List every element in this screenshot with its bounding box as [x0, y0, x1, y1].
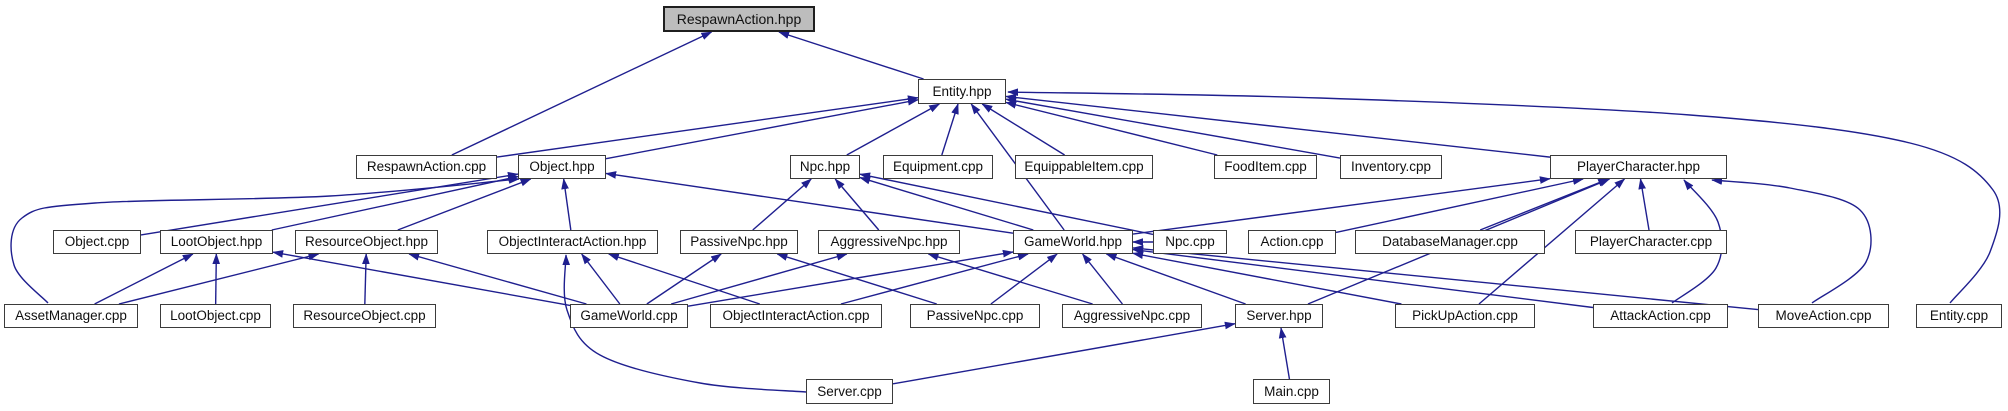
- node-objectinteractaction-cpp[interactable]: ObjectInteractAction.cpp: [710, 304, 882, 328]
- node-npc-hpp[interactable]: Npc.hpp: [790, 155, 860, 179]
- edge-assetmanager-cpp-to-lootobject-hpp: [94, 253, 194, 305]
- node-object-cpp[interactable]: Object.cpp: [53, 230, 141, 254]
- edge-object-cpp-to-object-hpp: [140, 171, 519, 236]
- node-resourceobject-hpp[interactable]: ResourceObject.hpp: [295, 230, 438, 254]
- node-objectinteractaction-hpp[interactable]: ObjectInteractAction.hpp: [487, 230, 658, 254]
- node-npc-cpp[interactable]: Npc.cpp: [1153, 230, 1227, 254]
- edge-assetmanager-cpp-to-object-hpp: [10, 176, 520, 304]
- edge-server-hpp-to-gameworld-hpp: [1105, 253, 1246, 305]
- edge-gameworld-cpp-to-gameworld-hpp: [687, 249, 1014, 307]
- edge-moveaction-cpp-to-gameworld-hpp: [1132, 245, 1759, 311]
- node-object-hpp[interactable]: Object.hpp: [518, 155, 606, 179]
- edge-assetmanager-cpp-to-resourceobject-hpp: [118, 252, 320, 305]
- node-server-hpp[interactable]: Server.hpp: [1235, 304, 1323, 328]
- edge-server-cpp-to-objectinteractaction-hpp: [562, 254, 807, 393]
- edge-playercharacter-hpp-to-entity-hpp: [1005, 93, 1551, 158]
- edge-aggressivenpc-cpp-to-gameworld-hpp: [1082, 253, 1123, 305]
- edge-playercharacter-cpp-to-playercharacter-hpp: [1638, 178, 1650, 231]
- node-pickupaction-cpp[interactable]: PickUpAction.cpp: [1395, 304, 1535, 328]
- edge-databasemanager-cpp-to-playercharacter-hpp: [1479, 178, 1610, 231]
- node-respawnaction-cpp[interactable]: RespawnAction.cpp: [356, 155, 497, 179]
- edge-object-hpp-to-entity-hpp: [605, 97, 919, 160]
- node-attackaction-cpp[interactable]: AttackAction.cpp: [1593, 304, 1728, 328]
- node-aggressivenpc-cpp[interactable]: AggressiveNpc.cpp: [1062, 304, 1202, 328]
- edge-aggressivenpc-cpp-to-aggressivenpc-hpp: [927, 253, 1093, 305]
- edge-main-cpp-to-server-hpp: [1278, 327, 1291, 380]
- node-lootobject-hpp[interactable]: LootObject.hpp: [160, 230, 273, 254]
- edge-aggressivenpc-hpp-to-npc-hpp: [834, 178, 880, 231]
- node-inventory-cpp[interactable]: Inventory.cpp: [1340, 155, 1442, 179]
- node-lootobject-cpp[interactable]: LootObject.cpp: [160, 304, 271, 328]
- node-main-cpp[interactable]: Main.cpp: [1253, 379, 1330, 404]
- node-playercharacter-cpp[interactable]: PlayerCharacter.cpp: [1575, 230, 1727, 254]
- edge-attackaction-cpp-to-gameworld-hpp: [1132, 247, 1594, 309]
- node-entity-hpp[interactable]: Entity.hpp: [918, 79, 1006, 104]
- edge-resourceobject-hpp-to-object-hpp: [397, 178, 532, 231]
- edge-pickupaction-cpp-to-playercharacter-hpp: [1478, 178, 1626, 305]
- edge-objectinteractaction-cpp-to-gameworld-hpp: [840, 252, 1029, 305]
- node-resourceobject-cpp[interactable]: ResourceObject.cpp: [293, 304, 436, 328]
- edge-equippableitem-cpp-to-entity-hpp: [981, 103, 1065, 156]
- node-assetmanager-cpp[interactable]: AssetManager.cpp: [4, 304, 138, 328]
- edge-gameworld-hpp-to-object-hpp: [605, 171, 1014, 234]
- edge-server-cpp-to-server-hpp: [892, 321, 1236, 385]
- node-databasemanager-cpp[interactable]: DatabaseManager.cpp: [1355, 230, 1545, 254]
- node-action-cpp[interactable]: Action.cpp: [1248, 230, 1336, 254]
- edge-entity-hpp-to-respawnaction-hpp: [778, 31, 924, 80]
- edge-gameworld-cpp-to-objectinteractaction-hpp: [581, 253, 621, 305]
- edge-moveaction-cpp-to-playercharacter-hpp: [1711, 177, 1872, 304]
- edge-gameworld-cpp-to-resourceobject-hpp: [408, 253, 587, 305]
- node-passivenpc-cpp[interactable]: PassiveNpc.cpp: [910, 304, 1040, 328]
- edge-objectinteractaction-hpp-to-object-hpp: [561, 178, 572, 231]
- node-equipment-cpp[interactable]: Equipment.cpp: [883, 155, 993, 179]
- node-aggressivenpc-hpp[interactable]: AggressiveNpc.hpp: [818, 230, 960, 254]
- edge-fooditem-cpp-to-entity-hpp: [1005, 101, 1218, 156]
- edge-action-cpp-to-playercharacter-hpp: [1335, 177, 1584, 234]
- edge-gameworld-cpp-to-lootobject-hpp: [272, 250, 571, 307]
- edge-lootobject-hpp-to-object-hpp: [271, 174, 519, 231]
- edge-gameworld-cpp-to-aggressivenpc-hpp: [670, 253, 848, 305]
- edge-resourceobject-cpp-to-resourceobject-hpp: [362, 253, 370, 305]
- edge-equipment-cpp-to-entity-hpp: [941, 103, 959, 156]
- node-gameworld-cpp[interactable]: GameWorld.cpp: [570, 304, 688, 328]
- edge-npc-hpp-to-entity-hpp: [846, 103, 941, 156]
- node-playercharacter-hpp[interactable]: PlayerCharacter.hpp: [1550, 155, 1727, 179]
- node-equippableitem-cpp[interactable]: EquippableItem.cpp: [1015, 155, 1153, 179]
- edge-gameworld-hpp-to-playercharacter-hpp: [1132, 176, 1551, 235]
- edge-respawnaction-cpp-to-respawnaction-hpp: [451, 31, 713, 156]
- node-server-cpp[interactable]: Server.cpp: [806, 379, 893, 404]
- node-respawnaction-hpp[interactable]: RespawnAction.hpp: [663, 6, 815, 32]
- edge-entity-cpp-to-entity-hpp: [1007, 88, 2001, 304]
- edge-inventory-cpp-to-entity-hpp: [1005, 97, 1341, 159]
- edge-passivenpc-cpp-to-gameworld-hpp: [990, 253, 1058, 305]
- node-fooditem-cpp[interactable]: FoodItem.cpp: [1214, 155, 1317, 179]
- node-passivenpc-hpp[interactable]: PassiveNpc.hpp: [680, 230, 798, 254]
- node-gameworld-hpp[interactable]: GameWorld.hpp: [1013, 230, 1133, 254]
- edge-gameworld-hpp-to-npc-hpp: [859, 176, 1034, 231]
- edge-passivenpc-hpp-to-npc-hpp: [752, 178, 812, 231]
- edge-pickupaction-cpp-to-gameworld-hpp: [1132, 251, 1402, 305]
- node-moveaction-cpp[interactable]: MoveAction.cpp: [1758, 304, 1889, 328]
- node-entity-cpp[interactable]: Entity.cpp: [1916, 304, 2002, 328]
- edge-passivenpc-cpp-to-passivenpc-hpp: [776, 253, 937, 305]
- edge-gameworld-cpp-to-passivenpc-hpp: [646, 253, 722, 305]
- edge-npc-cpp-to-npc-hpp: [859, 172, 1154, 236]
- edge-respawnaction-cpp-to-entity-hpp: [496, 95, 919, 158]
